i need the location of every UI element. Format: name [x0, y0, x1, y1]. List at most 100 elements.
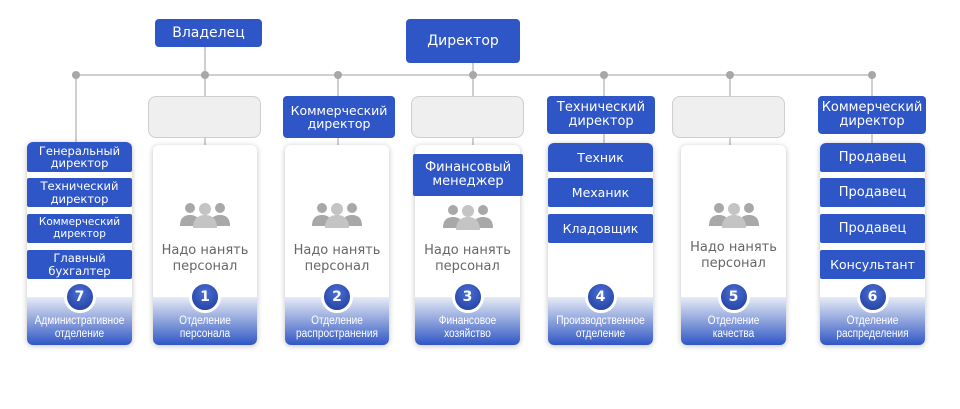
- connector-line: [472, 60, 474, 75]
- label-line: хозяйство: [444, 327, 491, 340]
- department-number: 5: [717, 281, 750, 313]
- head-line: директор: [307, 116, 371, 131]
- empty-head-box: [148, 96, 261, 138]
- position-line: бухгалтер: [48, 263, 111, 278]
- department-number: 4: [584, 281, 617, 313]
- connector-dot: [600, 71, 608, 79]
- connector-line: [75, 75, 77, 143]
- connector-line: [204, 47, 206, 75]
- department-card-6: Продавец Продавец Продавец Консультант 6…: [820, 143, 925, 345]
- connector-dot: [868, 71, 876, 79]
- label-line: отделение: [54, 327, 105, 340]
- hire-line: Надо нанять: [293, 243, 381, 258]
- hire-line: персонал: [304, 258, 370, 274]
- department-number: 3: [451, 281, 484, 313]
- label-line: качества: [712, 327, 755, 340]
- label-line: отделение: [575, 327, 626, 340]
- position-box: Техник: [548, 143, 653, 172]
- label-line: Отделение: [179, 314, 231, 327]
- position-box: Кладовщик: [548, 214, 653, 243]
- hire-line: персонал: [172, 258, 238, 274]
- connector-dot: [334, 71, 342, 79]
- head-line: Коммерческий: [821, 100, 923, 116]
- connector-dot: [726, 71, 734, 79]
- hire-line: Надо нанять: [161, 243, 249, 258]
- position-line: директор: [50, 156, 109, 170]
- position-line: Коммерческий: [38, 216, 121, 229]
- position-label: Консультант: [830, 256, 915, 272]
- owner-label: Владелец: [172, 24, 245, 41]
- label-line: Отделение: [846, 314, 899, 327]
- connector-dot: [201, 71, 209, 79]
- label-line: Отделение: [311, 314, 363, 327]
- position-label: Кладовщик: [562, 220, 639, 236]
- department-number: 6: [856, 281, 889, 313]
- position-label: Техник: [577, 149, 624, 165]
- position-line: Финансовый: [424, 160, 512, 176]
- department-card-4: Техник Механик Кладовщик 4 Производствен…: [548, 143, 653, 345]
- department-number: 7: [63, 281, 96, 313]
- position-line: Главный: [53, 251, 106, 266]
- head-line: директор: [568, 114, 634, 129]
- director-box: Директор: [406, 19, 520, 63]
- people-icon: [312, 203, 362, 228]
- position-label: Продавец: [838, 220, 907, 236]
- position-line: директор: [50, 191, 109, 206]
- people-icon: [708, 203, 759, 228]
- position-line: директор: [53, 227, 106, 240]
- owner-box: Владелец: [155, 19, 262, 47]
- position-box: Продавец: [820, 214, 925, 243]
- position-label: Механик: [571, 184, 630, 200]
- empty-head-box: [411, 96, 524, 138]
- label-line: Административное: [34, 314, 125, 327]
- label-line: Отделение: [707, 314, 760, 327]
- label-line: распределения: [836, 327, 909, 340]
- hire-line: персонал: [701, 255, 766, 271]
- head-line: Технический: [556, 100, 646, 116]
- position-box: Продавец: [820, 143, 925, 172]
- position-line: Генеральный: [38, 143, 121, 158]
- position-box: Консультант: [820, 250, 925, 279]
- position-label: Продавец: [838, 149, 907, 165]
- position-box: Продавец: [820, 178, 925, 207]
- department-number: 2: [321, 281, 353, 313]
- head-line: Коммерческий: [290, 102, 388, 118]
- hire-line: Надо нанять: [690, 240, 777, 255]
- hire-line: персонал: [435, 258, 500, 274]
- position-line: Технический: [40, 179, 119, 194]
- hire-line: Надо нанять: [424, 243, 511, 258]
- connector-dot: [469, 71, 477, 79]
- director-label: Директор: [427, 32, 499, 49]
- connector-dot: [72, 71, 80, 79]
- position-line: менеджер: [432, 174, 504, 189]
- department-number: 1: [189, 281, 221, 313]
- empty-head-box: [672, 96, 785, 138]
- label-line: Финансовое: [438, 314, 497, 327]
- head-line: директор: [839, 114, 905, 129]
- label-line: Производственное: [556, 314, 645, 327]
- position-label: Продавец: [838, 184, 907, 200]
- people-icon: [180, 203, 230, 228]
